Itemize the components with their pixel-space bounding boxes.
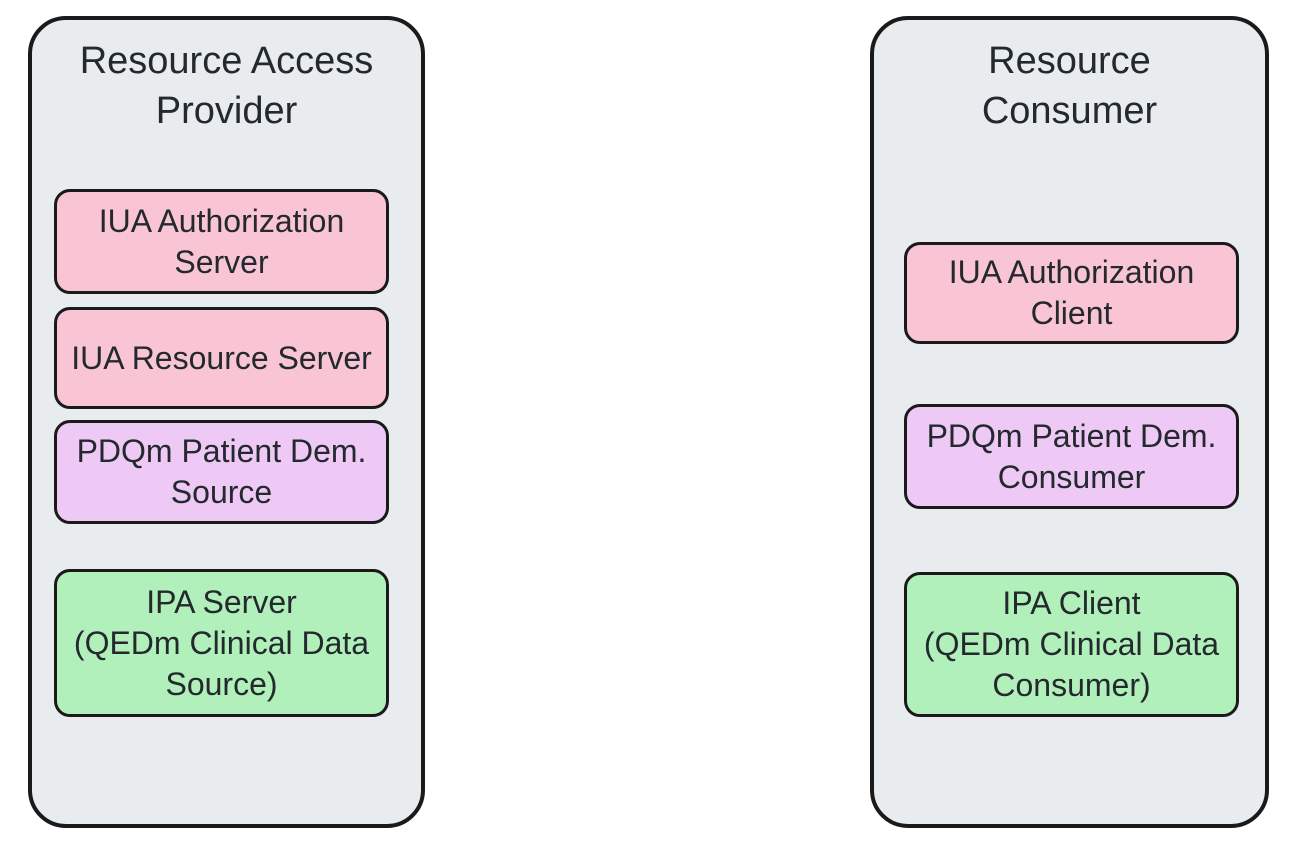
node-ipa-server-qedm-clinical-data-source: IPA Server (QEDm Clinical Data Source) [54, 569, 389, 717]
node-pdqm-patient-dem-source: PDQm Patient Dem. Source [54, 420, 389, 524]
node-ipa-client-qedm-clinical-data-consumer: IPA Client (QEDm Clinical Data Consumer) [904, 572, 1239, 717]
node-label: IPA Server (QEDm Clinical Data Source) [73, 583, 370, 702]
node-iua-authorization-client: IUA Authorization Client [904, 242, 1239, 344]
group-resource-consumer: Resource Consumer IUA Authorization Clie… [870, 16, 1269, 828]
node-label: IUA Authorization Client [948, 254, 1195, 331]
group-title-resource-access-provider: Resource Access Provider [79, 40, 374, 132]
node-label: IUA Authorization Server [98, 202, 345, 280]
node-label: IPA Client (QEDm Clinical Data Consumer) [923, 585, 1220, 703]
node-pdqm-patient-dem-consumer: PDQm Patient Dem. Consumer [904, 404, 1239, 509]
node-label: IUA Resource Server [71, 339, 372, 376]
node-label: PDQm Patient Dem. Source [76, 433, 367, 510]
node-iua-authorization-server: IUA Authorization Server [54, 189, 389, 294]
group-title-resource-consumer: Resource Consumer [981, 40, 1158, 132]
node-iua-resource-server: IUA Resource Server [54, 307, 389, 409]
group-resource-access-provider: Resource Access Provider IUA Authorizati… [28, 16, 425, 828]
node-label: PDQm Patient Dem. Consumer [926, 417, 1217, 495]
